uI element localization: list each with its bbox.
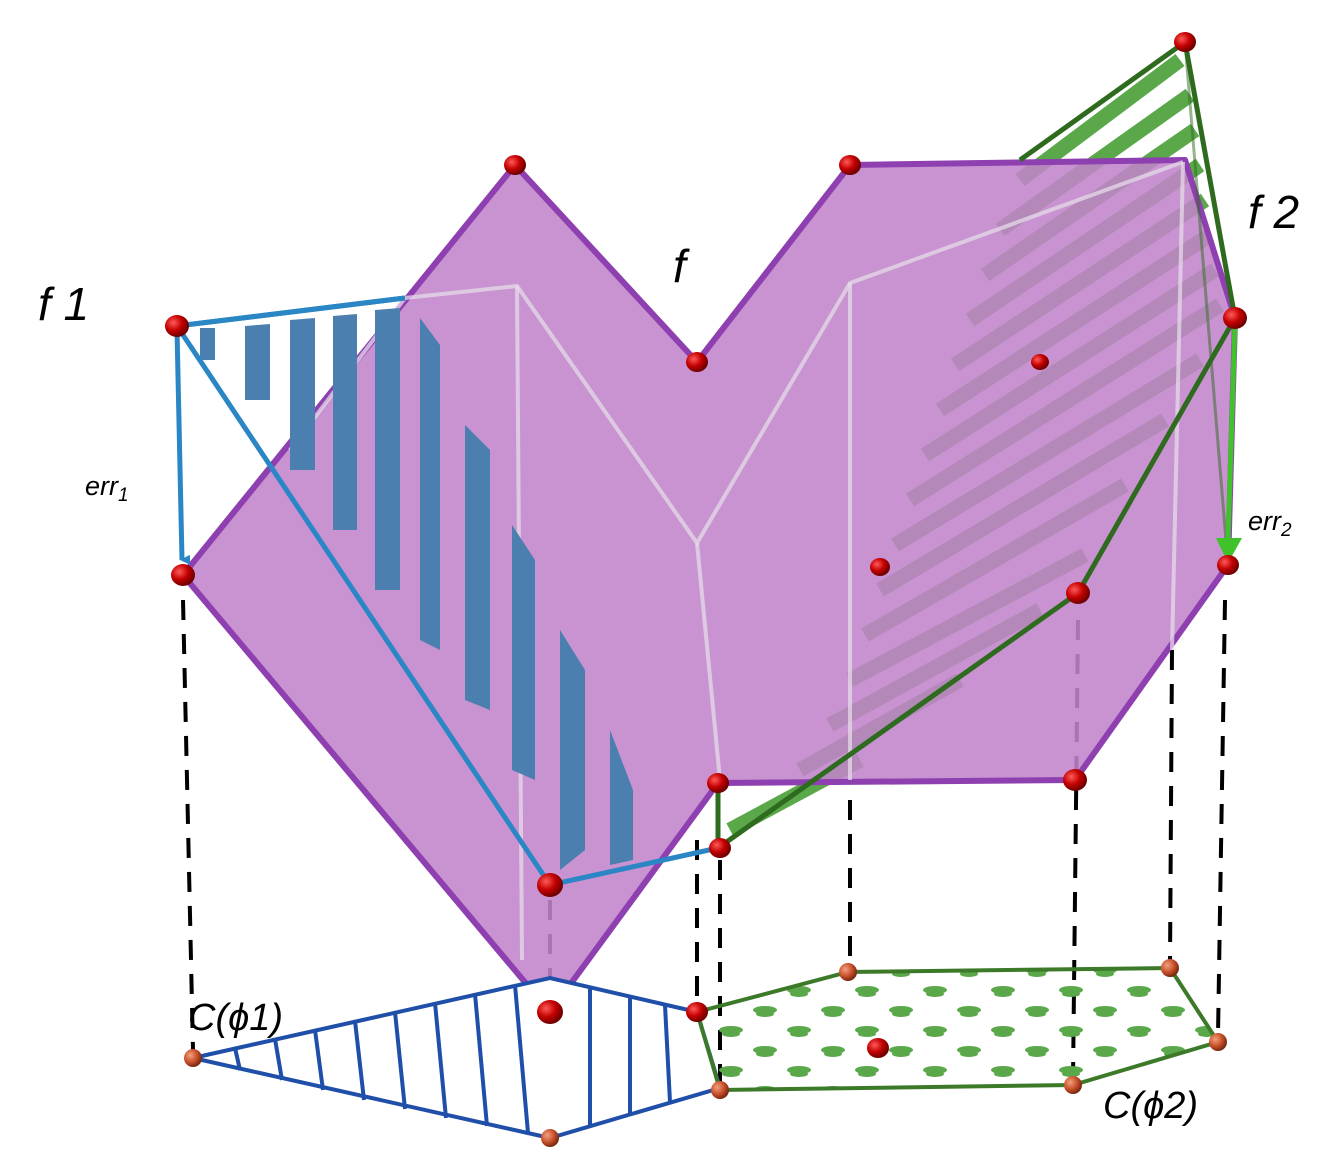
label-f: f (673, 240, 690, 292)
err2-arrowhead (1216, 538, 1242, 563)
label-err1: err1 (85, 471, 129, 506)
domain-c-phi2 (694, 965, 1222, 1093)
f1-hatching (200, 308, 633, 870)
f1-top-edge (176, 295, 406, 329)
surface-vertices (165, 32, 1247, 1058)
f2-back-edge (1183, 41, 1230, 566)
label-err2: err2 (1248, 506, 1292, 541)
err2-arrow (1225, 321, 1238, 541)
label-f2: f 2 (1248, 186, 1299, 238)
f2-edges (715, 39, 1238, 853)
label-c-phi2: C(ϕ2) (1103, 1085, 1198, 1127)
err1-arrow (174, 329, 191, 565)
label-f1: f 1 (38, 278, 89, 330)
label-c-phi1: C(ϕ1) (188, 997, 283, 1039)
domain-vertices (184, 959, 1227, 1147)
